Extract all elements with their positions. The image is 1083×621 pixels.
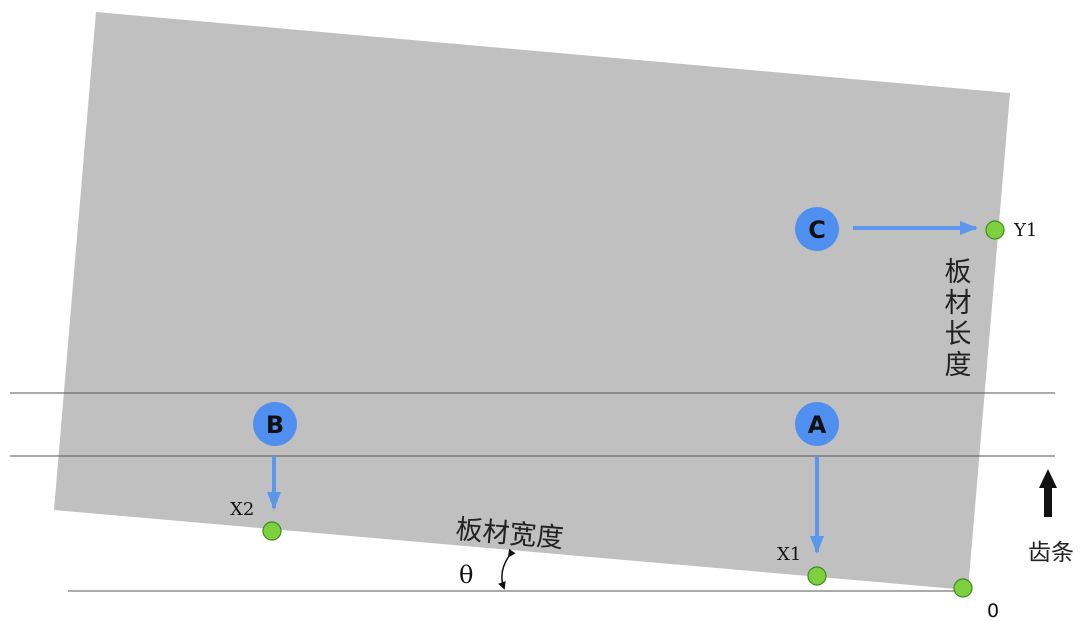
label-x2: X2 [230,499,254,520]
point-y1 [985,220,1005,240]
board-length-label: 板 材 长 度 [945,257,972,381]
label-y1: Y1 [1013,220,1037,241]
board-length-char-3: 长 [945,319,972,350]
circle-c: C [795,207,839,251]
circle-a: A [795,402,839,446]
board-length-char-2: 材 [945,288,972,319]
curved-double-arrow-icon [498,548,516,590]
board [54,12,1010,590]
circle-b-label: B [266,411,284,439]
label-x1: X1 [777,544,801,565]
circle-b: B [253,402,297,446]
theta-label: θ [459,561,473,589]
board-length-char-1: 板 [945,257,972,288]
up-arrow-icon [1039,469,1057,517]
point-origin [953,578,973,598]
board-length-char-4: 度 [945,350,972,381]
point-x2 [262,521,282,541]
circle-c-label: C [808,216,826,244]
point-x1 [807,566,827,586]
label-origin: 0 [987,600,999,621]
circle-a-label: A [808,411,827,439]
rack-label: 齿条 [1028,540,1074,566]
